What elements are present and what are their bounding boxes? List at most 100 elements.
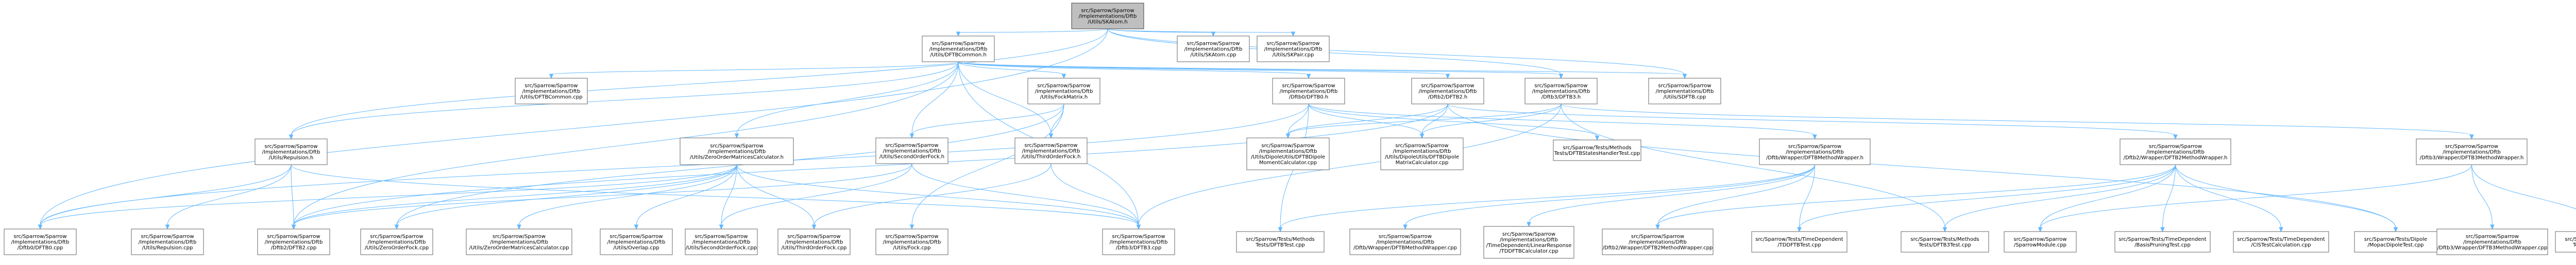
node-label-line: /Implementations/Dftb <box>1280 89 1338 95</box>
edge-wrap_dftb2_h-to-sparrow_module <box>2040 164 2176 228</box>
node-label-line: src/Sparrow/Sparrow <box>931 41 985 47</box>
node-label-line: /Implementations/Dftb <box>262 150 320 155</box>
node-ci_test[interactable]: src/Sparrow/Tests/TimeDependent/CISTestC… <box>2233 231 2329 253</box>
node-label-line: /TimeDependent/LinearResponse <box>1486 243 1572 249</box>
node-dftb2_cpp[interactable]: src/Sparrow/Sparrow/Implementations/Dftb… <box>257 228 330 255</box>
node-dipole0_cpp[interactable]: src/Sparrow/Sparrow/Implementations/Dftb… <box>1246 137 1330 170</box>
root-node-box <box>1071 3 1144 29</box>
edge-dftb3_h-to-wrap_dftb3_h <box>1561 103 2472 136</box>
node-dftb2_h[interactable]: src/Sparrow/Sparrow/Implementations/Dftb… <box>1411 78 1484 104</box>
edge-dftbcommon_h-to-dftbcommon_cpp <box>551 61 959 75</box>
node-skatom_cpp[interactable]: src/Sparrow/Sparrow/Implementations/Dftb… <box>1177 36 1250 62</box>
edge-dftbcommon_h-to-repulsion_h <box>291 61 959 136</box>
node-dipole2_cpp[interactable]: src/Sparrow/Sparrow/Implementations/Dftb… <box>1380 137 1464 170</box>
node-repulsion_cpp[interactable]: src/Sparrow/Sparrow/Implementations/Dftb… <box>131 228 204 255</box>
node-label-line: /Utils/DipoleUtils/DFTBDipole <box>1251 154 1325 160</box>
edge-dftbcommon_h-to-dftb2_cpp <box>293 61 959 226</box>
node-repulsion_h[interactable]: src/Sparrow/Sparrow/Implementations/Dftb… <box>255 138 328 165</box>
node-states_handler[interactable]: src/Sparrow/Tests/MethodsTests/DFTBState… <box>1553 139 1641 161</box>
node-label-line: /Utils/SKPair.cpp <box>1273 52 1314 58</box>
node-label-line: MomentCalculator.cpp <box>1259 160 1317 166</box>
node-label-line: /Implementations/Dftb <box>1022 149 1080 154</box>
node-wrap_dftb2_cpp[interactable]: src/Sparrow/Sparrow/Implementations/Dftb… <box>1602 228 1714 255</box>
node-label-line: Tests/DFTB3Test.cpp <box>2572 242 2576 248</box>
node-dftb3_test[interactable]: src/Sparrow/Tests/MethodsTests/DFTB3Test… <box>1901 231 1989 253</box>
node-label-line: Tests/DFTBTest.cpp <box>1255 242 1305 248</box>
node-label-line: src/Sparrow/Sparrow <box>1379 234 1432 240</box>
node-basis_pruning[interactable]: src/Sparrow/Tests/TimeDependent/BasisPru… <box>2114 231 2211 253</box>
node-secondorder_cpp[interactable]: src/Sparrow/Sparrow/Implementations/Dftb… <box>685 228 758 255</box>
node-thirdorder_cpp[interactable]: src/Sparrow/Sparrow/Implementations/Dftb… <box>777 228 851 255</box>
node-label-line: /Dftb3/DFTB3.cpp <box>1116 245 1161 251</box>
node-dftb_test[interactable]: src/Sparrow/Tests/MethodsTests/DFTBTest.… <box>1236 231 1325 253</box>
node-tdlr_calc[interactable]: src/Sparrow/Sparrow/Implementations/Dftb… <box>1483 226 1574 259</box>
node-dftb0_cpp[interactable]: src/Sparrow/Sparrow/Implementations/Dftb… <box>4 228 77 255</box>
node-label-line: /Utils/DipoleUtils/DFTBDipole <box>1385 154 1459 160</box>
node-dftb0_h[interactable]: src/Sparrow/Sparrow/Implementations/Dftb… <box>1272 78 1345 104</box>
node-box <box>2120 138 2231 165</box>
node-wrap_methodwrapper_h[interactable]: src/Sparrow/Sparrow/Implementations/Dftb… <box>1759 138 1871 165</box>
node-dftbcommon_cpp[interactable]: src/Sparrow/Sparrow/Implementations/Dftb… <box>515 78 588 104</box>
edge-zeroorder_h-to-zeroorder_fock_cpp <box>396 164 737 226</box>
node-box <box>777 228 851 255</box>
arrowhead-wrap_dftb2_h-to-ci_test <box>2279 227 2283 233</box>
node-label-line: src/Sparrow/Sparrow <box>370 234 423 240</box>
node-wrap_dftb3_cpp[interactable]: src/Sparrow/Sparrow/Implementations/Dftb… <box>2436 228 2548 255</box>
node-label-line: /Implementations/Dftb <box>490 240 548 245</box>
arrowhead-dftbcommon_h-to-dftbcommon_cpp <box>549 74 554 79</box>
node-label-line: src/Sparrow/Sparrow <box>1421 83 1474 89</box>
node-overlap_cpp[interactable]: src/Sparrow/Sparrow/Implementations/Dftb… <box>600 228 673 255</box>
node-box <box>2555 231 2576 253</box>
node-label-line: src/Sparrow/Sparrow <box>2466 234 2519 240</box>
edge-zeroorder_h-to-dftb3_cpp <box>736 164 1139 226</box>
arrowhead-thirdorder_h-to-dftb3_cpp <box>1136 224 1141 230</box>
arrowhead-dftb3_h-to-dipole2_cpp <box>1419 133 1425 139</box>
edge-repulsion_h-to-dftb2_cpp <box>291 164 294 226</box>
node-zeroorder_h[interactable]: src/Sparrow/Sparrow/Implementations/Dftb… <box>680 137 794 165</box>
node-label-line: src/Sparrow/Tests/Methods <box>2565 237 2576 242</box>
node-dftb3_cpp[interactable]: src/Sparrow/Sparrow/Implementations/Dftb… <box>1102 228 1175 255</box>
node-sparrow_module[interactable]: src/Sparrow/Sparrow/SparrowModule.cpp <box>2004 231 2077 253</box>
node-label-line: /Dftb0/DFTB0.cpp <box>18 245 63 251</box>
edge-wrap_methodwrapper_h-to-dftb_test <box>1280 164 1815 228</box>
node-skpair_cpp[interactable]: src/Sparrow/Sparrow/Implementations/Dftb… <box>1257 36 1330 62</box>
arrowhead-fock_h-to-secondorder_h <box>909 133 914 139</box>
node-wrap_dftb2_h[interactable]: src/Sparrow/Sparrow/Implementations/Dftb… <box>2120 138 2231 165</box>
edge-repulsion_h-to-dftb0_cpp <box>40 164 292 226</box>
node-sdftb_cpp[interactable]: src/Sparrow/Sparrow/Implementations/Dftb… <box>1648 78 1721 104</box>
node-label-line: src/Sparrow/Sparrow <box>710 144 763 149</box>
node-zeroorder_fock_cpp[interactable]: src/Sparrow/Sparrow/Implementations/Dftb… <box>360 228 433 255</box>
node-label-line: /Utils/DFTBCommon.h <box>930 52 986 58</box>
node-label-line: src/Sparrow/Sparrow <box>1282 83 1335 89</box>
node-label-line: MatrixCalculator.cpp <box>1396 160 1449 166</box>
edge-wrap_methodwrapper_h-to-tddftb_test <box>1799 164 1815 228</box>
node-label-line: /Utils/ZeroOrderMatricesCalculator.h <box>690 155 784 161</box>
node-fock_cpp[interactable]: src/Sparrow/Sparrow/Implementations/Dftb… <box>875 228 948 255</box>
arrowhead-wrap_dftb3_h-to-wrap_dftb3_cpp <box>2490 224 2495 230</box>
node-dftbcommon_h[interactable]: src/Sparrow/Sparrow/Implementations/Dftb… <box>922 36 995 62</box>
node-dftb3_test2[interactable]: src/Sparrow/Tests/MethodsTests/DFTB3Test… <box>2555 231 2576 253</box>
node-thirdorder_h[interactable]: src/Sparrow/Sparrow/Implementations/Dftb… <box>1014 137 1088 164</box>
node-dftb3_h[interactable]: src/Sparrow/Sparrow/Implementations/Dftb… <box>1524 78 1598 104</box>
node-label-line: /BasisPruningTest.cpp <box>2134 242 2191 248</box>
node-label-line: src/Sparrow/Tests/Dipole <box>2364 237 2427 242</box>
node-sxatom_h[interactable]: src/Sparrow/Sparrow/Implementations/Dftb… <box>1071 3 1144 29</box>
node-label-line: /Utils/SKAtom.h <box>1088 20 1127 25</box>
node-label-line: /CISTestCalculation.cpp <box>2251 242 2311 248</box>
node-label-line: src/Sparrow/Sparrow <box>264 144 317 150</box>
node-zeroorder_calc_cpp[interactable]: src/Sparrow/Sparrow/Implementations/Dftb… <box>466 228 572 255</box>
node-wrap_dftb3_h[interactable]: src/Sparrow/Sparrow/Implementations/Dftb… <box>2416 138 2528 165</box>
node-wrap_methodwrapper_cpp[interactable]: src/Sparrow/Sparrow/Implementations/Dftb… <box>1349 228 1461 255</box>
node-mopac_dipole[interactable]: src/Sparrow/Tests/Dipole/MopacDipoleTest… <box>2354 231 2437 253</box>
edge-dftb0_h-to-states_handler <box>1308 103 1598 137</box>
node-label-line: src/Sparrow/Sparrow <box>1266 41 1319 47</box>
node-label-line: /Utils/Fock.cpp <box>893 245 931 251</box>
node-label-line: /Utils/SDFTB.cpp <box>1664 95 1706 100</box>
node-label-line: /Utils/ThirdOrderFock.cpp <box>782 245 847 251</box>
arrowhead-dftbcommon_h-to-dftb2_h <box>1445 74 1450 79</box>
node-fock_h[interactable]: src/Sparrow/Sparrow/Implementations/Dftb… <box>1027 78 1100 104</box>
node-tddftb_test[interactable]: src/Sparrow/Tests/TimeDependent/TDDFTBTe… <box>1751 231 1848 253</box>
node-label-line: src/Sparrow/Sparrow <box>2445 144 2498 150</box>
graph-edges <box>38 28 2576 233</box>
node-secondorder_h[interactable]: src/Sparrow/Sparrow/Implementations/Dftb… <box>875 137 948 164</box>
